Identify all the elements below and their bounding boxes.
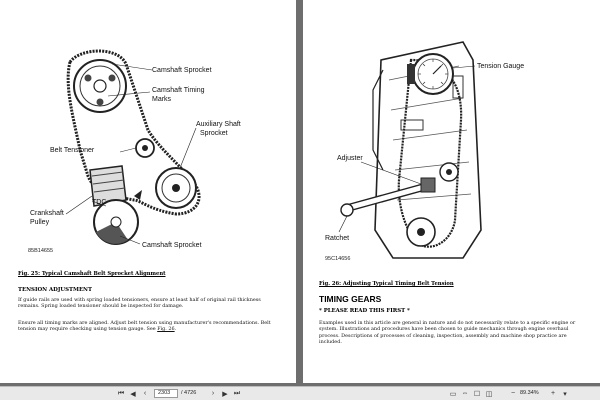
fit-page-icon[interactable]: ▭ [449, 390, 457, 398]
adjuster [420, 177, 436, 193]
document-page-right: Tension Gauge Adjuster Ratchet 95C14656 … [303, 0, 600, 383]
page-number-input[interactable]: 2303 [154, 389, 178, 398]
figure-camshaft-belt: Camshaft Sprocket Camshaft Timing Marks … [28, 49, 241, 254]
figure-code-right: 95C14656 [325, 256, 350, 262]
label-auxiliary: Auxiliary Shaft [196, 121, 241, 128]
paragraph-guide-rails: If guide rails are used with spring load… [18, 297, 261, 310]
label-adjuster: Adjuster [337, 155, 363, 162]
document-viewport[interactable]: Camshaft Sprocket Camshaft Timing Marks … [0, 0, 600, 386]
prev-page-arrow-icon[interactable]: ‹ [143, 390, 147, 397]
viewer-status-bar: ⏮ ◀ ‹ 2303 / 4726 › ▶ ⏭ ▭ ⇔ ☐ ◫ − 89.34%… [0, 386, 600, 400]
next-page-button[interactable]: ▶ [222, 390, 228, 398]
previous-page-button[interactable]: ◀ [130, 390, 136, 398]
page-total: / 4726 [181, 390, 197, 396]
label-camshaft-sprocket-bottom: Camshaft Sprocket [142, 242, 202, 249]
single-page-icon[interactable]: ☐ [473, 390, 481, 398]
next-page-arrow-icon[interactable]: › [211, 390, 215, 397]
please-read-first: * PLEASE READ THIS FIRST * [319, 308, 410, 314]
section-heading-tension-adjustment: TENSION ADJUSTMENT [18, 287, 92, 293]
label-marks: Marks [152, 96, 172, 103]
label-camshaft-sprocket-top: Camshaft Sprocket [152, 67, 212, 74]
document-page-left: Camshaft Sprocket Camshaft Timing Marks … [0, 0, 296, 383]
two-page-icon[interactable]: ◫ [485, 390, 493, 398]
label-belt-tensioner: Belt Tensioner [50, 147, 95, 154]
label-ratchet: Ratchet [325, 235, 349, 242]
label-camshaft-timing: Camshaft Timing [152, 87, 205, 94]
zoom-dropdown-icon[interactable]: ▾ [563, 390, 567, 398]
paragraph-timing-marks: Ensure all timing marks are aligned. Adj… [18, 320, 271, 333]
label-crankshaft: Crankshaft [30, 210, 64, 217]
zoom-in-icon[interactable]: + [550, 390, 556, 397]
zoom-level[interactable]: 89.34% [520, 390, 539, 396]
figure-caption-25: Fig. 25: Typical Camshaft Belt Sprocket … [18, 271, 166, 277]
figure-belt-tension-adjust: Tension Gauge Adjuster Ratchet 95C14656 [325, 41, 524, 262]
label-pulley: Pulley [30, 219, 50, 226]
label-tdc: TDC [92, 199, 106, 206]
label-sprocket: Sprocket [200, 130, 228, 137]
section-heading-timing-gears: TIMING GEARS [319, 294, 382, 304]
label-tension-gauge: Tension Gauge [477, 63, 524, 70]
engine-block [374, 41, 482, 259]
last-page-button[interactable]: ⏭ [233, 389, 241, 397]
figure-code-left: 85B14655 [28, 248, 53, 254]
fit-width-icon[interactable]: ⇔ [461, 390, 469, 397]
paragraph-timing-gears-intro: Examples used in this article are genera… [319, 320, 576, 346]
zoom-out-icon[interactable]: − [510, 390, 516, 397]
timing-belt [66, 49, 201, 216]
figure-caption-26: Fig. 26: Adjusting Typical Timing Belt T… [319, 281, 454, 287]
first-page-button[interactable]: ⏮ [117, 389, 125, 397]
link-fig-26[interactable]: Fig. 26 [157, 326, 175, 333]
crankshaft-pulley [89, 165, 127, 207]
